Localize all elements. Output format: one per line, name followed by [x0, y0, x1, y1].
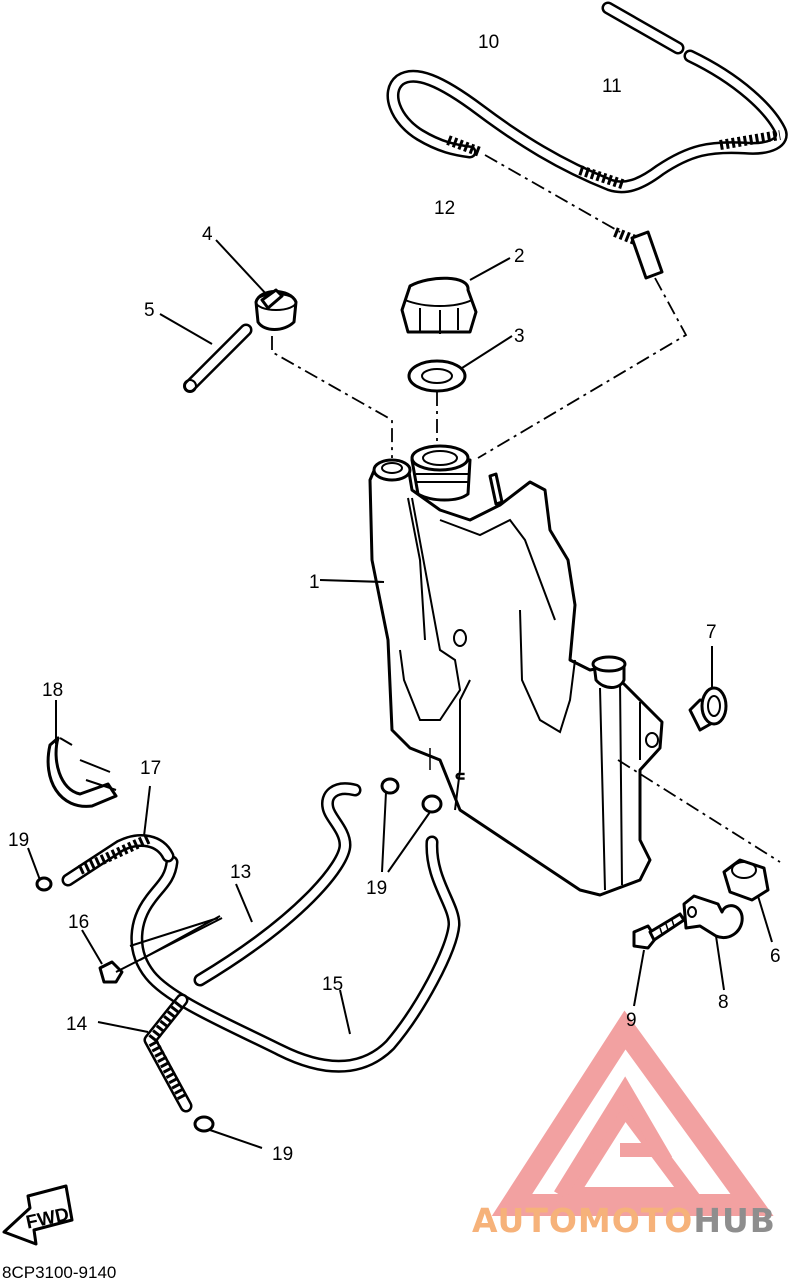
callout-label: 16: [68, 912, 89, 933]
callout-label: 13: [230, 862, 251, 883]
breather-hose-assembly: [386, 1, 788, 459]
hose-clip-bracket: [46, 736, 118, 808]
callout-label: 14: [66, 1014, 88, 1035]
callout-label: 19: [8, 830, 29, 851]
mount-bolt: [632, 912, 686, 950]
drain-hose-17: [61, 833, 175, 887]
watermark-logo: [491, 1010, 774, 1216]
watermark-text-moto: MOTO: [578, 1201, 693, 1240]
rubber-damper: [722, 858, 770, 902]
callout-label: 1: [309, 572, 320, 593]
overflow-hose-15: [129, 835, 461, 1073]
watermark-m-stroke: [554, 1076, 673, 1199]
diagram-code: 8CP3100-9140: [2, 1263, 116, 1282]
mount-bracket: [682, 894, 744, 939]
hose-clamp-b: [35, 876, 53, 892]
watermark-text-auto: AUTO: [472, 1201, 578, 1240]
watermark-triangle-outer: [491, 1010, 774, 1216]
callout-label: 10: [478, 32, 499, 53]
hose-clamp-c: [193, 1115, 215, 1133]
callout-label: 19: [272, 1144, 293, 1165]
cap-gasket: [407, 359, 467, 393]
callout-label: 8: [718, 992, 729, 1013]
callout-label: 4: [202, 224, 213, 245]
watermark-text-hub: HUB: [693, 1201, 776, 1240]
reservoir-cap: [400, 276, 478, 334]
callout-label: 11: [602, 76, 622, 97]
svg-text:⊂: ⊂: [455, 769, 465, 783]
callout-label: 3: [514, 326, 525, 347]
short-hose: [183, 323, 253, 393]
callout-label: 15: [322, 974, 343, 995]
callout-label: 18: [42, 680, 63, 701]
svg-text:AUTOMOTOHUB: AUTOMOTOHUB: [472, 1201, 776, 1240]
callout-label: 19: [366, 878, 387, 899]
hose-clamp-a: [380, 777, 443, 814]
vent-cap: [254, 288, 298, 331]
overflow-hose-13: [193, 782, 362, 987]
callout-labels: 1 2 3 4 5 6 7 8 9 10 11 12 13 14 15 16 1…: [8, 32, 781, 1165]
callout-label: 17: [140, 758, 161, 779]
callout-label: 5: [144, 300, 155, 321]
callout-label: 12: [434, 198, 455, 219]
callout-label: 7: [706, 622, 717, 643]
mount-grommet: [688, 686, 728, 732]
callout-label: 2: [514, 246, 525, 267]
drain-hose-14: [143, 993, 193, 1113]
callout-label: 9: [626, 1010, 637, 1031]
callout-label: 6: [770, 946, 781, 967]
watermark-text: AUTOMOTOHUB: [472, 1201, 776, 1240]
hose-holder: [98, 917, 223, 984]
coolant-reservoir-tank: [368, 444, 664, 897]
fwd-arrow: FWD: [2, 1184, 74, 1246]
